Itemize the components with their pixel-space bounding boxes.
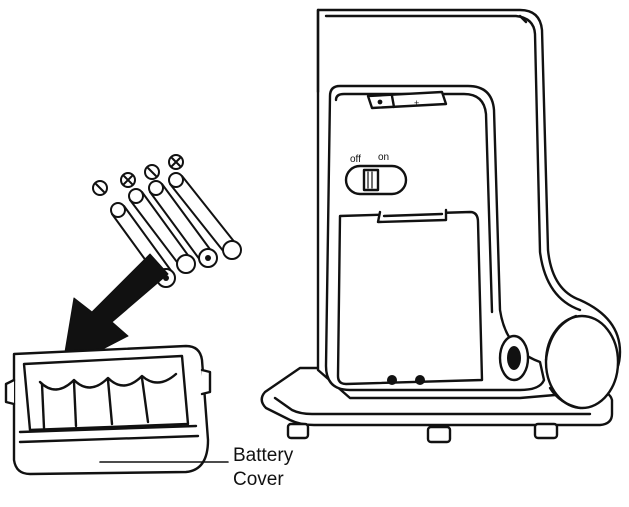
battery — [168, 172, 242, 260]
power-switch[interactable]: off on — [344, 152, 408, 196]
switch-off-label: off — [350, 154, 361, 165]
callout-line-1: Battery — [233, 445, 294, 466]
switch-slider[interactable] — [362, 168, 380, 192]
foot — [286, 422, 310, 440]
switch-on-label: on — [378, 152, 389, 163]
terminal-tab: + — [366, 90, 448, 110]
screw-hole-icon — [387, 375, 397, 385]
battery — [148, 180, 218, 268]
battery-cover-callout: Battery Cover — [233, 444, 293, 492]
terminal-plus-label: + — [414, 98, 419, 108]
callout-line-2: Cover — [233, 469, 284, 490]
batteries — [92, 154, 242, 288]
screw-hole-icon — [415, 375, 425, 385]
jack-hole-icon — [507, 346, 521, 370]
minus-circle-icon — [92, 180, 108, 196]
side-jack — [498, 334, 530, 382]
battery-cover — [4, 344, 229, 476]
knob[interactable] — [544, 314, 620, 410]
device: + off on — [260, 8, 622, 444]
terminal-dot-icon — [377, 99, 383, 105]
foot — [426, 425, 452, 444]
foot — [533, 422, 559, 440]
battery — [128, 188, 196, 274]
plus-circle-icon — [120, 172, 136, 188]
device-battery-door — [336, 208, 484, 386]
minus-circle-icon — [144, 164, 160, 180]
plus-circle-icon — [168, 154, 184, 170]
